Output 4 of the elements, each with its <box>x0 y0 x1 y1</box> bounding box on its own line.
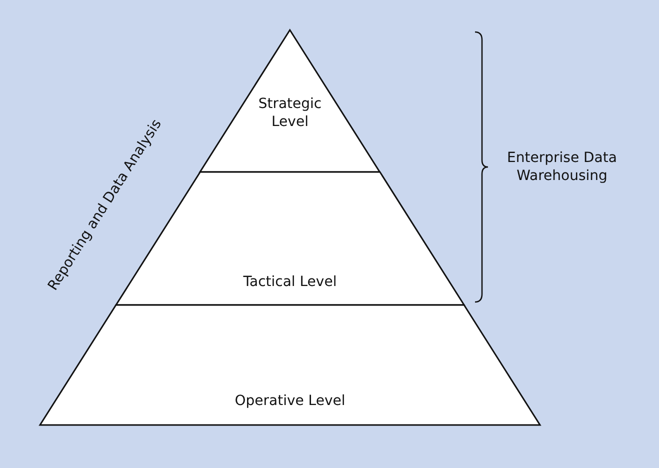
tier-label: Operative Level <box>234 392 346 410</box>
tier-label: Tactical Level <box>242 273 338 291</box>
bracket-label: Enterprise Data Warehousing <box>506 149 618 185</box>
tier-label: Strategic Level <box>257 95 323 131</box>
